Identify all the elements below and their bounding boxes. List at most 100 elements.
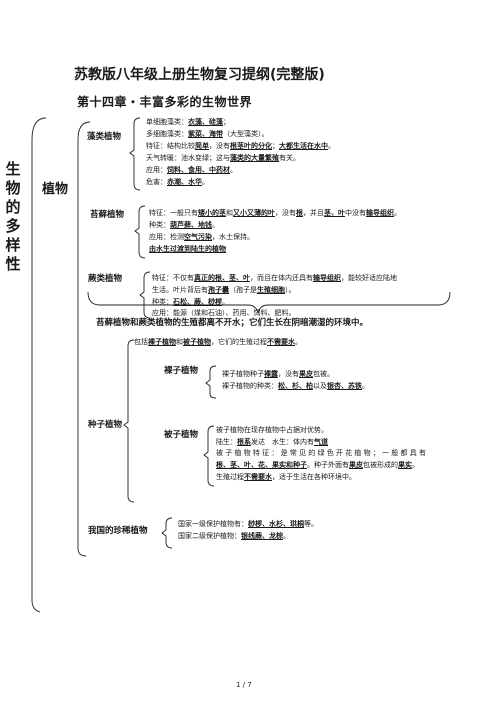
outer-bracket xyxy=(31,117,47,613)
text-segment: 裸子植物种子 xyxy=(222,370,264,378)
key-term: 衣藻、硅藻 xyxy=(188,117,223,126)
moss-content: 特征：一般只有矮小的茎和又小又薄的叶，没有根，并且茎、叶中没有输导组织。种类：葫… xyxy=(149,207,401,255)
chapter-heading: 第十四章・丰富多彩的生物世界 xyxy=(77,95,253,109)
seed-brace xyxy=(123,339,135,503)
rare-content: 国家一级保护植物有：桫椤、水杉、珙桐等。国家二级保护植物：银线蕨、龙棕。 xyxy=(178,518,318,542)
spore-brace xyxy=(87,291,451,314)
text-segment: ； xyxy=(223,118,230,126)
key-term: 果实 xyxy=(398,460,412,469)
key-term: 大都生活在水中 xyxy=(279,141,328,150)
key-term: 饲料、食用、中药材 xyxy=(167,165,230,174)
text-segment: 以及 xyxy=(313,382,327,390)
page-number: 1 / 7 xyxy=(236,681,252,689)
text-segment: 。种子外面有 xyxy=(307,461,349,469)
text-segment: ，没有 xyxy=(209,142,230,150)
text-segment: 。 xyxy=(230,166,237,174)
angio-brace xyxy=(203,425,215,487)
seed-label: 种子植物 xyxy=(88,420,123,430)
text-segment: （孢子是 xyxy=(229,286,257,294)
text-segment: 包被形成的 xyxy=(363,461,398,469)
key-term: 不需要水 xyxy=(244,472,272,481)
key-term: 生殖细胞 xyxy=(257,285,285,294)
key-term: 桫椤、水杉、珙桐 xyxy=(248,519,304,528)
key-term: 根系 xyxy=(237,437,251,446)
text-segment: 。 xyxy=(412,461,419,469)
key-term: 输导组织 xyxy=(313,273,341,282)
text-segment: 。 xyxy=(362,382,369,390)
text-line: 天气转暖：池水变绿；这与藻类的大量繁殖有关。 xyxy=(146,152,335,164)
text-line: 被子植物在现存植物中占据对优势。 xyxy=(216,425,468,436)
key-term: 松、杉、柏 xyxy=(278,381,313,390)
text-line: 危害：赤潮、水华。 xyxy=(146,176,335,188)
text-segment: 特征：一般只有 xyxy=(149,209,198,217)
key-term: 空气污染 xyxy=(184,232,212,241)
key-term: 被子植物 xyxy=(183,337,211,346)
angio-label: 被子植物 xyxy=(164,430,199,440)
spore-note: 苔藓植物和蕨类植物的生殖都离不开水；它们生长在阴暗潮湿的环境中。 xyxy=(96,318,369,328)
angio-content: 被子植物在现存植物中占据对优势。陆生：根系发达 水生：体内有气道被 子 植 物 … xyxy=(216,425,468,483)
text-line: 根、茎、叶、花、果实和种子。种子外面有果皮包被形成的果实。 xyxy=(216,459,468,471)
text-line: 国家二级保护植物：银线蕨、龙棕。 xyxy=(178,530,318,542)
key-term: 根、茎、叶、花、果实和种子 xyxy=(216,460,307,469)
page-title: 苏教版八年级上册生物复习提纲(完整版) xyxy=(74,67,325,83)
text-segment: 发达 水生：体内有 xyxy=(251,438,314,446)
text-line: 陆生：根系发达 水生：体内有气道 xyxy=(216,436,468,448)
text-segment: 。 xyxy=(202,178,209,186)
text-line: 生殖过程不需要水，适于生活在各种环境中。 xyxy=(216,471,468,483)
text-segment: 和 xyxy=(176,338,183,346)
fern-content: 特征：不仅有真正的根、茎、叶，而且在体内还具有输导组织，能较好适应陆地生活。叶片… xyxy=(152,272,397,319)
text-segment: ，没有 xyxy=(278,370,299,378)
key-term: 银杏、苏铁 xyxy=(327,381,362,390)
text-segment: 国家一级保护植物有： xyxy=(178,520,248,528)
text-line: 种类：石松、蕨、桫椤。 xyxy=(152,296,397,308)
text-segment: 天气转暖：池水变绿；这与 xyxy=(146,154,230,162)
text-segment: 应用： xyxy=(146,166,167,174)
moss-label: 苔藓植物 xyxy=(90,210,125,220)
text-segment: ，水土保持。 xyxy=(212,233,254,241)
text-segment: ，它们的生殖过程 xyxy=(211,338,267,346)
fern-label: 蕨类植物 xyxy=(88,274,123,284)
key-term: 根茎叶的分化 xyxy=(230,141,272,150)
key-term: 真正的根、茎、叶 xyxy=(194,273,250,282)
text-segment: ，并且 xyxy=(303,209,324,217)
key-term: 气道 xyxy=(314,437,328,446)
plant-bracket xyxy=(77,121,91,557)
text-segment: ，适于生活在各种环境中。 xyxy=(272,473,356,481)
text-line: 裸子植物的种类：松、杉、柏以及银杏、苏铁。 xyxy=(222,380,369,392)
text-segment: 。 xyxy=(295,338,302,346)
text-segment: ，能较好适应陆地 xyxy=(341,274,397,282)
text-segment: 被子植物在现存植物中占据对优势。 xyxy=(216,426,328,434)
text-segment: 和 xyxy=(226,209,233,217)
moss-brace xyxy=(134,205,146,259)
side-label: 生物的多样性 xyxy=(5,160,21,273)
text-segment: 单细胞藻类： xyxy=(146,118,188,126)
text-segment: 裸子植物的种类： xyxy=(222,382,278,390)
text-line: 特征：一般只有矮小的茎和又小又薄的叶，没有根，并且茎、叶中没有输导组织。 xyxy=(149,207,401,219)
algae-content: 单细胞藻类：衣藻、硅藻；多细胞藻类：紫菜、海带（大型藻类）。特征：结构比较简单，… xyxy=(146,116,335,188)
text-segment: ，而且在体内还具有 xyxy=(250,274,313,282)
text-line: 种类：葫芦藓、地钱。 xyxy=(149,219,401,231)
text-segment: 应用：检测 xyxy=(149,233,184,241)
key-term: 不需要水 xyxy=(267,337,295,346)
key-term: 果皮 xyxy=(299,369,313,378)
text-segment: 中没有 xyxy=(345,209,366,217)
text-segment: 。 xyxy=(328,142,335,150)
fern-brace xyxy=(139,271,151,319)
key-term: 银线蕨、龙棕 xyxy=(241,531,283,540)
gymno-brace xyxy=(205,365,217,399)
text-segment: 国家二级保护植物： xyxy=(178,532,241,540)
key-term: 输导组织 xyxy=(366,208,394,217)
seed-intro: 包括裸子植物和被子植物，它们的生殖过程不需要水。 xyxy=(134,336,302,348)
text-segment: 包被。 xyxy=(313,370,334,378)
key-term: 果皮 xyxy=(349,460,363,469)
key-term: 葫芦藓、地钱 xyxy=(170,220,212,229)
text-line: 多细胞藻类：紫菜、海带（大型藻类）。 xyxy=(146,128,335,140)
text-line: 应用：能源（煤和石油）、药用、饲料、肥料。 xyxy=(152,308,397,319)
key-term: 赤潮、水华 xyxy=(167,177,202,186)
text-segment: 多细胞藻类： xyxy=(146,130,188,138)
algae-brace xyxy=(129,117,141,191)
key-term: 简单 xyxy=(195,141,209,150)
text-line: 特征：结构比较简单，没有根茎叶的分化；大都生活在水中。 xyxy=(146,140,335,152)
text-segment: 陆生： xyxy=(216,438,237,446)
text-line: 单细胞藻类：衣藻、硅藻； xyxy=(146,116,335,128)
